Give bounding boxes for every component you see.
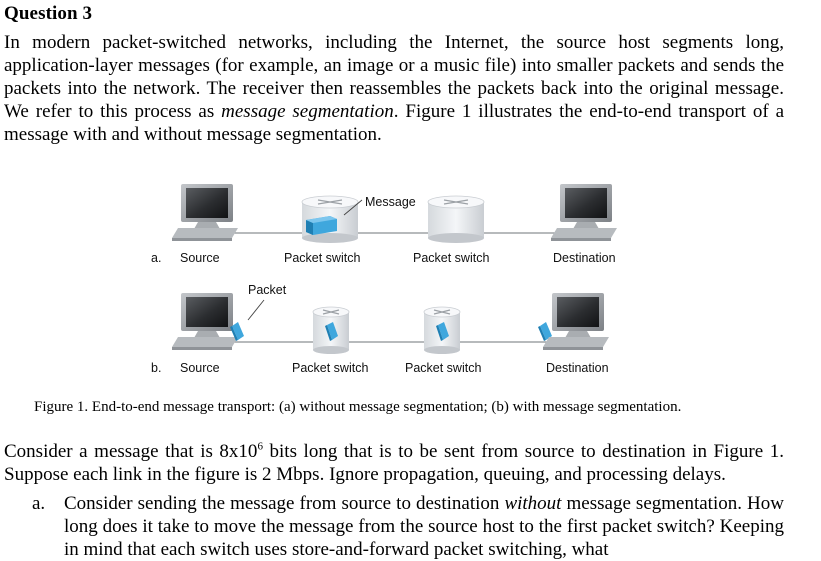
packet-at-destination xyxy=(538,322,552,341)
packet-switch-a1 xyxy=(301,195,359,243)
body-paragraph: Consider a message that is 8x106 bits lo… xyxy=(4,440,784,486)
row-a-switch2-label: Packet switch xyxy=(413,251,490,265)
intro-emphasis: message segmentation xyxy=(221,101,394,122)
row-b-source-label: Source xyxy=(180,361,220,375)
row-a-switch1-label: Packet switch xyxy=(284,251,361,265)
figure-caption: Figure 1. End-to-end message transport: … xyxy=(34,399,682,415)
packet-switch-a2 xyxy=(427,195,485,243)
figure-diagram xyxy=(172,184,617,354)
row-a-source-label: Source xyxy=(180,251,220,265)
packet-pointer xyxy=(247,299,265,321)
intro-text-2: . Figure 1 illustrates the end-to-end tr… xyxy=(4,101,785,145)
row-b-marker: b. xyxy=(151,361,162,375)
intro-paragraph: In modern packet-switched networks, incl… xyxy=(4,31,784,146)
source-computer-b xyxy=(172,293,238,350)
message-label: Message xyxy=(365,195,416,209)
packet-switch-b2 xyxy=(423,306,461,354)
row-b-switch2-label: Packet switch xyxy=(405,361,482,375)
body-exponent: 6 xyxy=(257,440,263,453)
row-a-destination-label: Destination xyxy=(553,251,616,265)
source-computer-a xyxy=(172,184,238,241)
subquestion-a: a. Consider sending the message from sou… xyxy=(32,492,784,561)
packet-switch-b1 xyxy=(312,306,350,354)
subquestion-a-text: Consider sending the message from source… xyxy=(64,492,784,561)
message-pointer xyxy=(343,199,363,216)
body-text-1: Consider a message that is 8x10 xyxy=(4,441,258,462)
subquestion-a-marker: a. xyxy=(32,493,46,514)
row-b-switch1-label: Packet switch xyxy=(292,361,369,375)
packet-label: Packet xyxy=(248,283,287,297)
row-a-marker: a. xyxy=(151,251,162,265)
destination-computer-a xyxy=(551,184,617,241)
subquestion-a-text-1: Consider sending the message from source… xyxy=(64,493,505,514)
question-heading: Question 3 xyxy=(4,3,93,24)
intro-text-1: In modern packet-switched networks, incl… xyxy=(4,32,784,122)
figure-1: a. Source Packet switch Packet switch De… xyxy=(0,160,821,400)
subquestion-a-emphasis: without xyxy=(504,493,562,514)
packet-at-source xyxy=(230,322,244,341)
destination-computer-b xyxy=(543,293,609,350)
body-text-2: bits long that is to be sent from source… xyxy=(4,441,784,485)
row-b-destination-label: Destination xyxy=(546,361,609,375)
